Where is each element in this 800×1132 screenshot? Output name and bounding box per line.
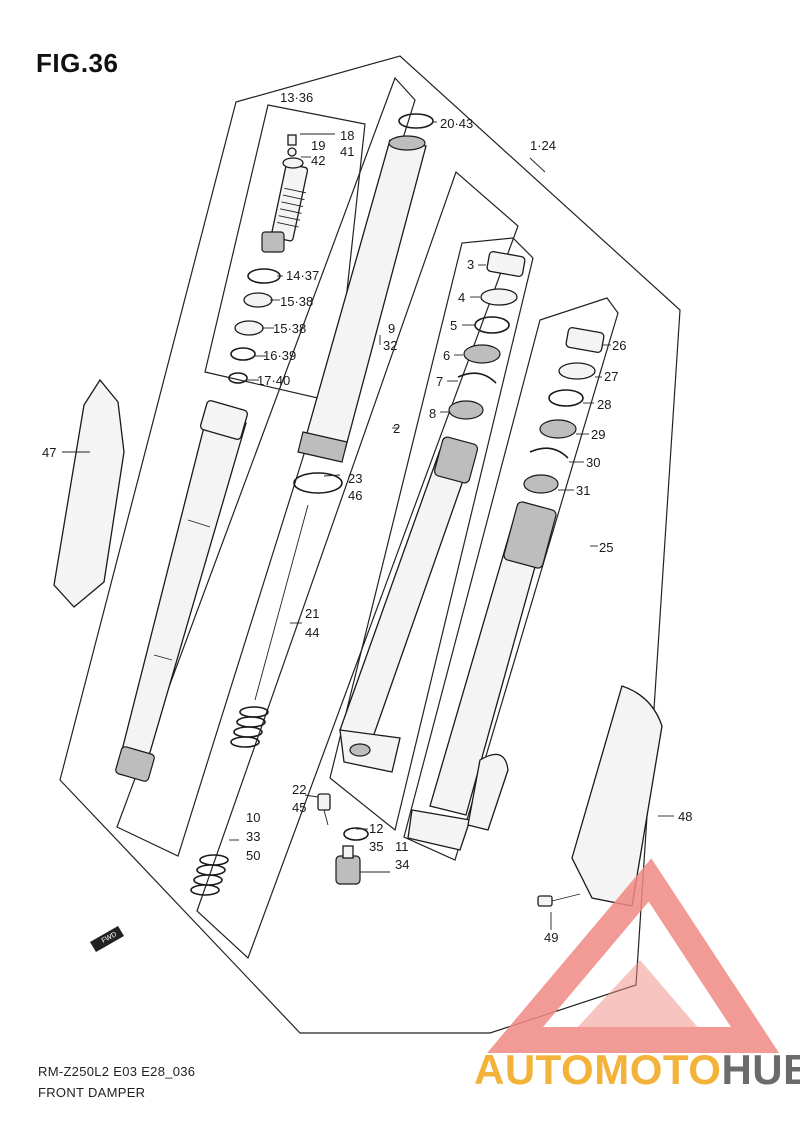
callout-label: 47 bbox=[42, 445, 56, 460]
callout-label: 29 bbox=[591, 427, 605, 442]
callout-label: 6 bbox=[443, 348, 450, 363]
callout-label: 2 bbox=[393, 421, 400, 436]
callout-label: 49 bbox=[544, 930, 558, 945]
callout-label: 15·38 bbox=[280, 294, 313, 309]
callout-label: 50 bbox=[246, 848, 260, 863]
callout-label: 17·40 bbox=[257, 373, 290, 388]
callout-label: 23 bbox=[348, 471, 362, 486]
leader-lines bbox=[62, 121, 674, 930]
figure-title: FIG.36 bbox=[36, 48, 119, 78]
callout-label: 8 bbox=[429, 406, 436, 421]
bolt-49 bbox=[537, 893, 581, 907]
callout-label: 27 bbox=[604, 369, 618, 384]
callout-label: 4 bbox=[458, 290, 465, 305]
oring-20 bbox=[398, 113, 434, 129]
bushing-27 bbox=[558, 362, 596, 380]
callout-label: 5 bbox=[450, 318, 457, 333]
callout-label: 28 bbox=[597, 397, 611, 412]
ring-17 bbox=[228, 372, 248, 384]
callout-label: 15·38 bbox=[273, 321, 306, 336]
ring-16 bbox=[230, 347, 256, 361]
automotohub-logo bbox=[487, 858, 780, 1053]
callout-label: 45 bbox=[292, 800, 306, 815]
callout-labels: 13·36 18 19 41 42 20·43 1·24 14·37 15·38… bbox=[42, 90, 692, 945]
washer-28 bbox=[548, 389, 584, 407]
watermark-part2: HUB bbox=[721, 1046, 800, 1093]
callout-label: 26 bbox=[612, 338, 626, 353]
inner-tube bbox=[339, 436, 479, 773]
callout-label: 20·43 bbox=[440, 116, 473, 131]
ring-15-a bbox=[243, 292, 273, 308]
callout-label: 25 bbox=[599, 540, 613, 555]
clip-7 bbox=[457, 372, 497, 384]
oring-23 bbox=[293, 472, 343, 494]
ring-14 bbox=[247, 268, 281, 284]
callout-label: 18 bbox=[340, 128, 354, 143]
callout-label: 41 bbox=[340, 144, 354, 159]
watermark-part1: AUTOMOTO bbox=[474, 1046, 722, 1093]
callout-label: 32 bbox=[383, 338, 397, 353]
callout-label: 13·36 bbox=[280, 90, 313, 105]
callout-label: 14·37 bbox=[286, 268, 319, 283]
callout-label: 16·39 bbox=[263, 348, 296, 363]
bolt-22 bbox=[317, 793, 331, 826]
callout-label: 1·24 bbox=[530, 138, 556, 153]
bushing-box-right bbox=[403, 297, 619, 861]
figure-name: FRONT DAMPER bbox=[38, 1085, 146, 1100]
callout-label: 9 bbox=[388, 321, 395, 336]
ring-15-b bbox=[234, 320, 264, 336]
callout-label: 3 bbox=[467, 257, 474, 272]
callout-label: 11 bbox=[395, 839, 409, 854]
cartridge-valve bbox=[261, 134, 309, 253]
seal-29 bbox=[539, 419, 577, 439]
bolt-11 bbox=[335, 845, 361, 885]
callout-label: 10 bbox=[246, 810, 260, 825]
bushing-4 bbox=[480, 288, 518, 306]
fork-guard-47 bbox=[53, 378, 125, 608]
callout-label: 19 bbox=[311, 138, 325, 153]
callout-label: 22 bbox=[292, 782, 306, 797]
fwd-arrow-icon: FWD bbox=[90, 926, 124, 952]
bushing-26 bbox=[565, 327, 605, 353]
callout-label: 33 bbox=[246, 829, 260, 844]
bushing-3 bbox=[486, 251, 526, 277]
callout-label: 42 bbox=[311, 153, 325, 168]
outer-tube bbox=[297, 135, 427, 463]
fork-guard-48 bbox=[571, 685, 663, 907]
callout-label: 31 bbox=[576, 483, 590, 498]
callout-label: 21 bbox=[305, 606, 319, 621]
outer-tube-box bbox=[116, 76, 416, 857]
assembly-outline bbox=[59, 55, 681, 1034]
callout-label: 48 bbox=[678, 809, 692, 824]
ring-12 bbox=[343, 827, 369, 841]
spring-lower bbox=[190, 854, 229, 896]
dust-seal-8 bbox=[448, 400, 484, 420]
callout-label: 7 bbox=[436, 374, 443, 389]
figure-code: RM-Z250L2 E03 E28_036 bbox=[38, 1064, 196, 1079]
seal-6 bbox=[463, 344, 501, 364]
callout-label: 12 bbox=[369, 821, 383, 836]
rod-21 bbox=[254, 504, 309, 701]
inner-tube-right bbox=[407, 501, 557, 851]
inner-tube-box bbox=[196, 170, 519, 960]
callout-label: 44 bbox=[305, 625, 319, 640]
watermark-text: AUTOMOTOHUB bbox=[474, 1046, 800, 1094]
damper-rod bbox=[115, 400, 249, 782]
bushing-box-left bbox=[329, 237, 534, 832]
callout-label: 46 bbox=[348, 488, 362, 503]
washer-5 bbox=[474, 316, 510, 334]
callout-label: 30 bbox=[586, 455, 600, 470]
dust-seal-31 bbox=[523, 474, 559, 494]
callout-label: 35 bbox=[369, 839, 383, 854]
spring-upper bbox=[230, 706, 269, 748]
callout-label: 34 bbox=[395, 857, 409, 872]
clip-30 bbox=[529, 447, 569, 459]
